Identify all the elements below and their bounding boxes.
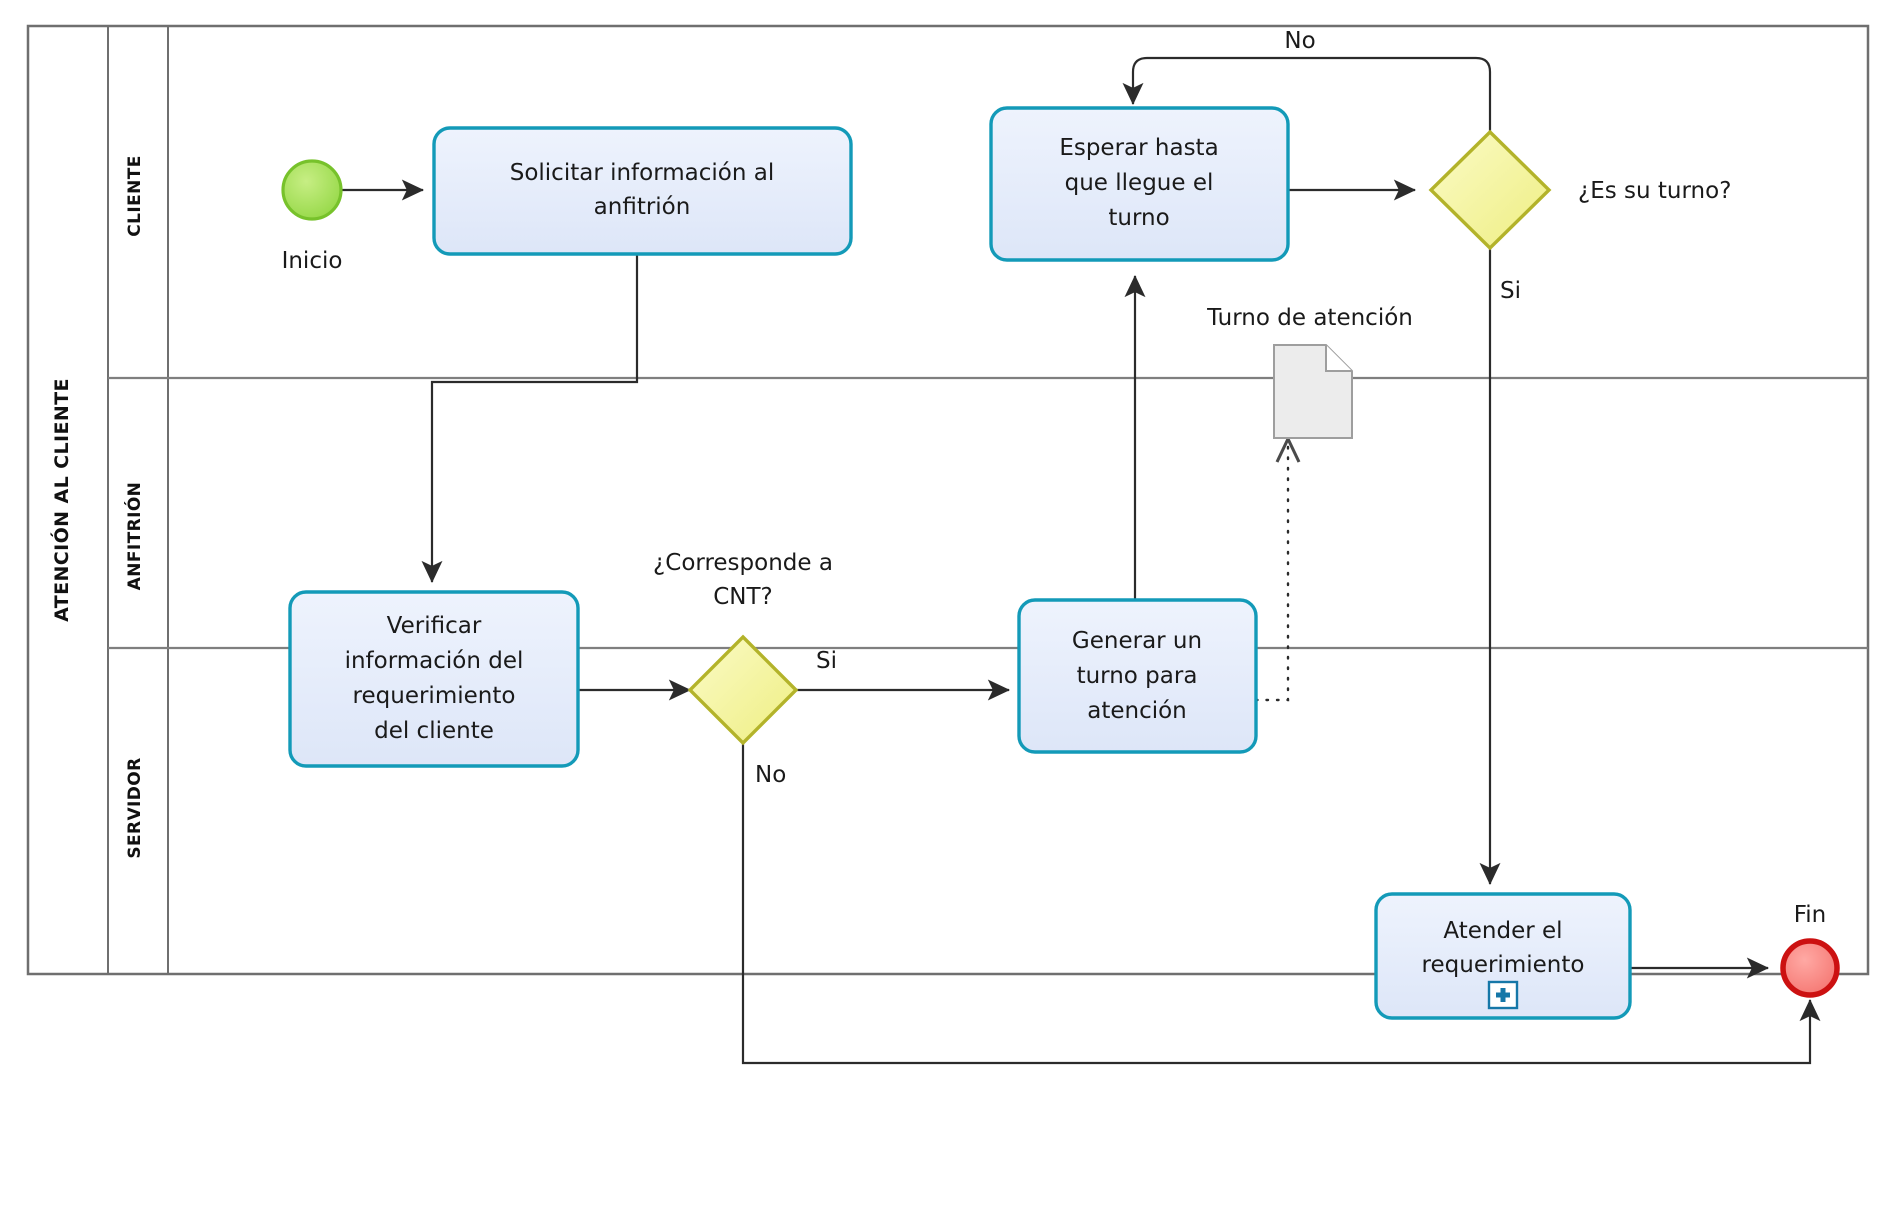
lane-title-anfitrion: ANFITRIÓN <box>123 482 145 591</box>
start-event-label: Inicio <box>282 248 343 274</box>
flow-label-g1-si: Si <box>1500 278 1521 304</box>
data-object-page[interactable] <box>1273 344 1353 439</box>
task-label-line-1: Esperar hasta <box>1059 135 1218 161</box>
flow-t1-to-t3 <box>421 254 639 584</box>
task-label-line-1: Verificar <box>387 613 482 639</box>
task-label-line-2: turno para <box>1077 663 1198 689</box>
task-label-line-2: información del <box>345 648 524 674</box>
task-generar-turno[interactable]: Generar un turno para atención <box>1017 598 1258 754</box>
plus-icon <box>1496 988 1510 1002</box>
task-label-line-3: turno <box>1108 205 1169 231</box>
task-box[interactable] <box>432 126 853 256</box>
data-object-turno-de-atencion[interactable]: Turno de atención <box>1206 305 1413 439</box>
gateway-corresponde-cnt[interactable]: ¿Corresponde a CNT? <box>653 550 833 746</box>
flow-label-g2-no: No <box>755 762 786 788</box>
task-label-line-2: que llegue el <box>1065 170 1214 196</box>
start-event-inicio[interactable]: Inicio <box>281 159 343 274</box>
task-label-line-1: Generar un <box>1072 628 1202 654</box>
task-solicitar-informacion[interactable]: Solicitar información al anfitrión <box>432 126 853 256</box>
gateway-diamond[interactable] <box>687 634 799 746</box>
gateway-label-line-2: CNT? <box>713 584 773 610</box>
lane-title-servidor: SERVIDOR <box>125 757 145 858</box>
start-event-circle[interactable] <box>281 159 343 221</box>
sequence-flows <box>287 56 1821 1065</box>
flow-g2-no-to-fin <box>741 743 1821 1065</box>
end-event-circle[interactable] <box>1780 938 1840 998</box>
task-label-line-4: del cliente <box>374 718 494 744</box>
end-event-fin[interactable]: Fin <box>1780 902 1840 998</box>
gateway-diamond[interactable] <box>1428 129 1552 251</box>
task-verificar-informacion[interactable]: Verificar información del requerimiento … <box>288 590 580 768</box>
task-esperar-turno[interactable]: Esperar hasta que llegue el turno <box>989 106 1290 262</box>
task-label-line-1: Solicitar información al <box>510 160 775 186</box>
task-label-line-1: Atender el <box>1443 918 1562 944</box>
task-atender-requerimiento[interactable]: Atender el requerimiento <box>1374 892 1632 1020</box>
flow-label-g1-no: No <box>1284 28 1315 54</box>
task-box[interactable] <box>288 590 580 768</box>
gateway-label-line-1: ¿Corresponde a <box>653 550 833 576</box>
task-box[interactable] <box>1374 892 1632 1020</box>
sub-process-plus-icon <box>1487 980 1519 1010</box>
task-label-line-3: requerimiento <box>353 683 516 709</box>
task-box[interactable] <box>1017 598 1258 754</box>
task-label-line-3: atención <box>1087 698 1187 724</box>
end-event-label: Fin <box>1794 902 1827 928</box>
flow-label-g2-si: Si <box>816 648 837 674</box>
task-label-line-2: anfitrión <box>594 194 691 220</box>
gateway-es-su-turno[interactable]: ¿Es su turno? <box>1428 129 1731 251</box>
lane-title-cliente: CLIENTE <box>125 155 145 236</box>
flow-g1-no-to-t2 <box>1122 56 1492 132</box>
data-object-fold <box>1325 345 1352 372</box>
data-association-t4-to-doc <box>1254 440 1288 702</box>
task-box[interactable] <box>989 106 1290 262</box>
task-label-line-2: requerimiento <box>1422 952 1585 978</box>
gateway-label: ¿Es su turno? <box>1578 178 1731 204</box>
data-object-label: Turno de atención <box>1206 305 1413 331</box>
pool-title: ATENCIÓN AL CLIENTE <box>49 378 73 622</box>
